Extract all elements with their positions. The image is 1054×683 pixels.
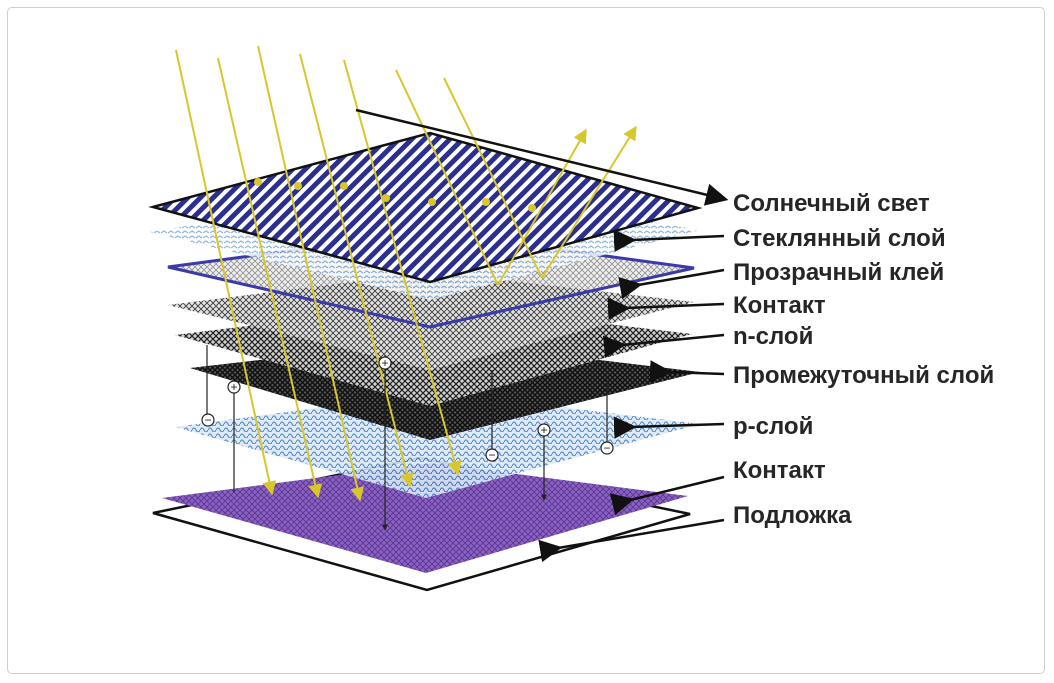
leader-contact-top xyxy=(607,297,725,320)
positive-charge: + xyxy=(227,380,241,394)
charge-symbols: − + + − + − xyxy=(201,356,614,462)
leader-substrate xyxy=(538,518,725,563)
leader-glass xyxy=(613,229,725,253)
leader-n-layer xyxy=(602,333,725,358)
negative-charge: − xyxy=(485,448,499,462)
leader-contact-bottom xyxy=(609,475,725,516)
negative-charge: − xyxy=(600,441,614,455)
leader-adhesive xyxy=(618,268,725,300)
label-substrate: Подложка xyxy=(733,502,852,529)
leader-sunlight xyxy=(355,108,729,206)
label-sunlight: Солнечный свет xyxy=(733,190,930,217)
p-layer xyxy=(175,392,700,498)
svg-text:+: + xyxy=(230,380,237,394)
leader-p-layer xyxy=(613,416,725,439)
label-intermediate: Промежуточный слой xyxy=(733,362,994,389)
svg-text:−: − xyxy=(488,448,495,462)
label-glass: Стеклянный слой xyxy=(733,225,946,252)
positive-charge: + xyxy=(537,423,551,437)
positive-charge: + xyxy=(378,356,392,370)
label-contact-top: Контакт xyxy=(733,292,826,319)
layer-labels: Солнечный свет Стеклянный слой Прозрачны… xyxy=(733,190,994,529)
svg-text:−: − xyxy=(204,413,211,427)
sunlight-ray-dots xyxy=(254,178,536,212)
label-p-layer: p-слой xyxy=(733,413,813,440)
svg-text:−: − xyxy=(603,441,610,455)
sunlight-rays xyxy=(175,45,637,502)
charge-lines xyxy=(206,345,608,531)
leader-intermediate xyxy=(649,360,725,383)
label-adhesive: Прозрачный клей xyxy=(733,259,944,286)
svg-text:+: + xyxy=(381,356,388,370)
negative-charge: − xyxy=(201,413,215,427)
label-contact-bottom: Контакт xyxy=(733,457,826,484)
svg-text:+: + xyxy=(540,423,547,437)
label-n-layer: n-слой xyxy=(733,323,813,350)
bottom-contact-layer xyxy=(162,463,688,573)
label-leader-arrows xyxy=(355,108,729,563)
